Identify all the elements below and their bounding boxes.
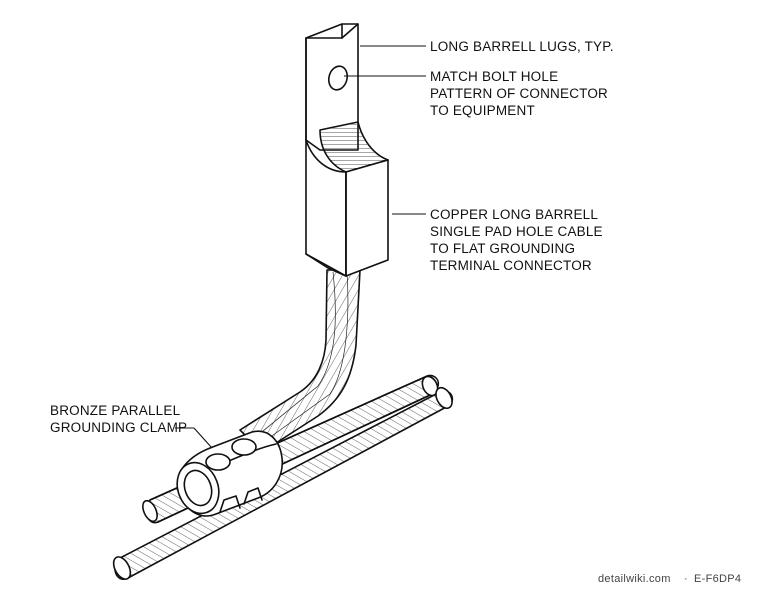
footer: detailwiki.com · E-F6DP4 [598,573,741,585]
callout-bolt-hole-line-2: PATTERN OF CONNECTOR [430,86,608,101]
callout-connector-line-1: COPPER LONG BARRELL [430,207,598,222]
callout-clamp-line-2: GROUNDING CLAMP [50,420,187,435]
footer-site: detailwiki.com [598,573,671,585]
bolt-hole [327,65,349,91]
callouts: LONG BARRELL LUGS, TYP. MATCH BOLT HOLE … [50,39,614,435]
leader-clamp-diag [193,427,213,449]
bolt-head-1 [231,438,257,456]
long-barrell-lug [305,23,389,277]
callout-lug: LONG BARRELL LUGS, TYP. [430,39,614,54]
bolt-head-2 [205,453,231,471]
callout-connector-line-2: SINGLE PAD HOLE CABLE [430,224,603,239]
grounding-cable [239,269,361,453]
parallel-grounding-clamp [176,430,283,517]
callout-clamp-line-1: BRONZE PARALLEL [50,403,181,418]
ground-conductor-front [112,386,454,580]
callout-connector-line-4: TERMINAL CONNECTOR [430,258,592,273]
footer-code: E-F6DP4 [694,573,741,585]
callout-bolt-hole-line-1: MATCH BOLT HOLE [430,69,558,84]
callout-bolt-hole-line-3: TO EQUIPMENT [430,103,535,118]
leader-lines [175,45,426,449]
callout-connector-line-3: TO FLAT GROUNDING [430,241,575,256]
footer-separator: · [684,573,688,585]
